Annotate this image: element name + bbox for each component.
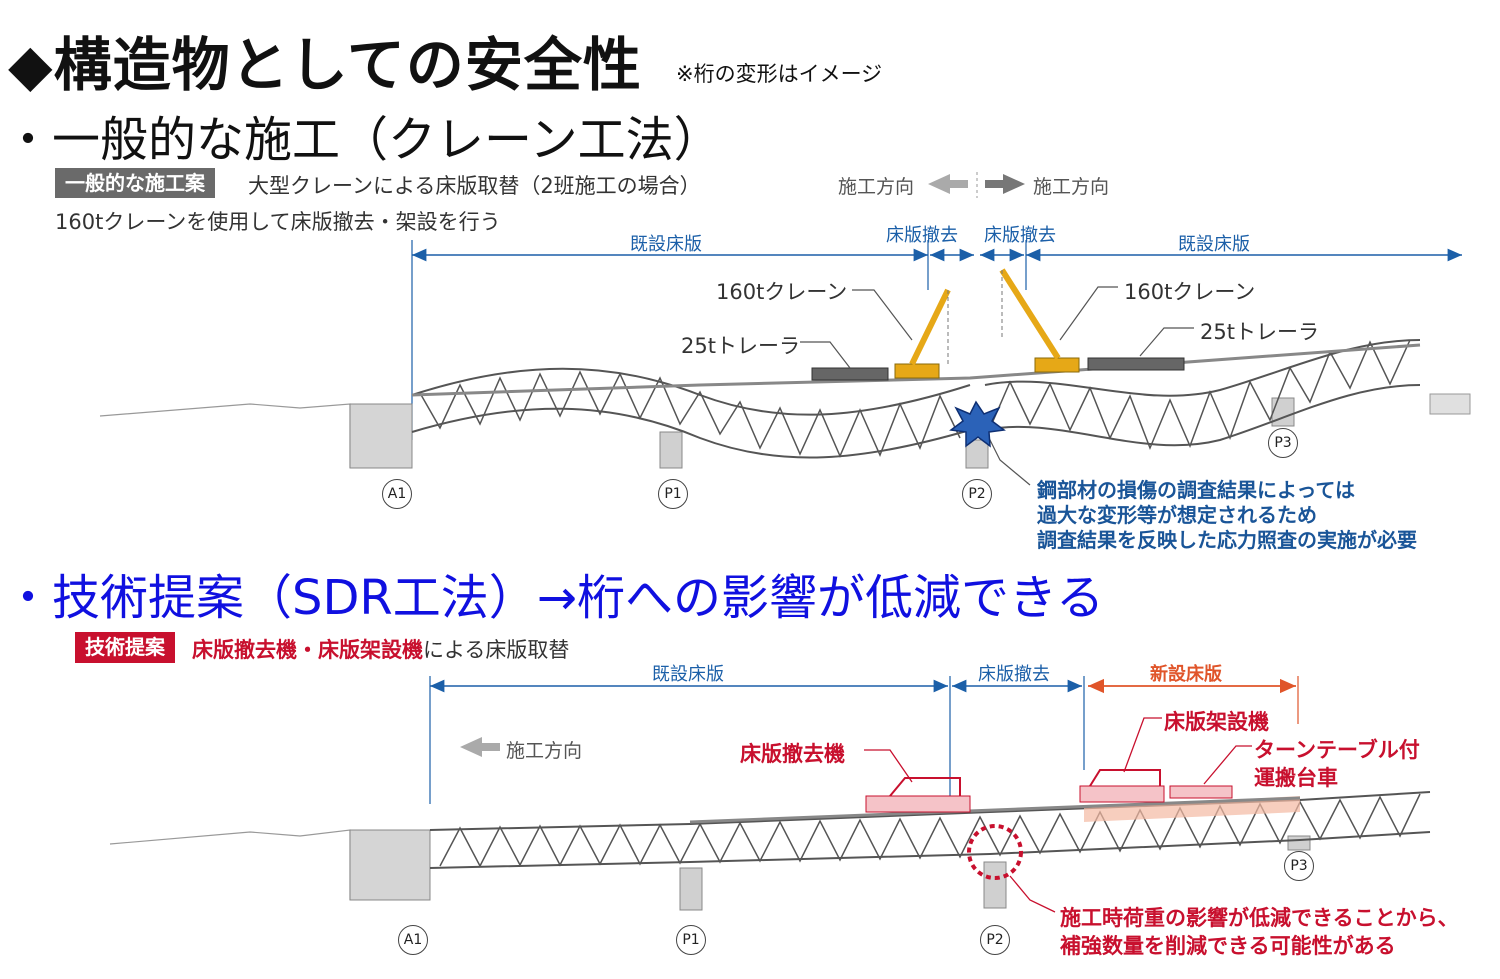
s1-pier-p1-column — [659, 431, 683, 469]
s1-trailer-left — [811, 367, 889, 381]
s2-pier-p3: P3 — [1284, 851, 1314, 881]
page-title: ◆構造物としての安全性 — [8, 31, 642, 99]
leader-p2-callout — [1009, 875, 1056, 913]
damage-star-icon — [949, 400, 1006, 448]
remover-body — [865, 795, 971, 813]
leader-damage — [984, 429, 1031, 486]
s2-pier-p2: P2 — [980, 925, 1010, 955]
crane-left-body — [894, 363, 940, 379]
s1-trailer-right — [1087, 357, 1185, 371]
trailer-right-label: 25tトレーラ — [1200, 320, 1319, 344]
leader-crane-left — [852, 289, 913, 341]
s2-remover-machine — [865, 777, 971, 813]
remover-label: 床版撤去機 — [740, 742, 845, 766]
section2-subtitle-rest: による床版取替 — [423, 638, 570, 662]
s1-pier-p1: P1 — [658, 479, 688, 509]
installer-body — [1079, 785, 1165, 803]
s1-dimension-lines — [411, 240, 1462, 440]
s2-pier-p3-column — [1287, 835, 1311, 851]
s2-leader-lines — [864, 717, 1252, 913]
s1-crane-right — [999, 268, 1080, 373]
s2-pier-p1: P1 — [676, 925, 706, 955]
s1-crane-left — [894, 288, 951, 379]
s2-abutment-a1 — [349, 829, 431, 901]
turntable-label-1: ターンテーブル付 — [1254, 738, 1420, 762]
s1-span-removal-left: 床版撤去 — [886, 225, 958, 246]
s1-abutment-a1 — [349, 403, 413, 469]
s1-truss-right — [984, 339, 1421, 451]
conventional-plan-badge: 一般的な施工案 — [55, 168, 215, 198]
s1-callout-line3: 調査結果を反映した応力照査の実施が必要 — [1037, 528, 1417, 552]
s2-direction-label: 施工方向 — [506, 740, 583, 762]
leader-remover — [864, 749, 913, 783]
s1-callout-line2: 過大な変形等が想定されるため — [1037, 503, 1317, 527]
direction-left-label: 施工方向 — [838, 176, 915, 198]
s2-deck — [689, 796, 1301, 824]
section2-heading: ・技術提案（SDR工法）→桁への影響が低減できる — [4, 570, 1105, 626]
leader-trailer-left — [800, 341, 851, 369]
section1-subtitle: 大型クレーンによる床版取替（2班施工の場合） — [248, 174, 701, 198]
crane-right-boom — [999, 268, 1061, 360]
installer-frame — [1089, 769, 1161, 787]
remover-frame — [889, 777, 961, 797]
crane-right-body — [1034, 357, 1080, 373]
leader-turntable — [1203, 745, 1252, 785]
section1-heading: ・一般的な施工（クレーン工法） — [4, 112, 722, 168]
s1-ground-line — [99, 403, 351, 468]
s1-direction-arrows — [928, 172, 1025, 198]
s2-installer-machine — [1079, 769, 1233, 803]
crane-right-label: 160tクレーン — [1124, 280, 1256, 304]
s2-direction-arrow-icon — [460, 737, 500, 757]
crane-left-boom — [909, 288, 951, 366]
s2-dimension-lines — [429, 676, 1085, 804]
section2-subtitle: 床版撤去機・床版架設機による床版取替 — [192, 634, 569, 664]
deformation-note: ※桁の変形はイメージ — [676, 62, 883, 86]
s2-callout-line1: 施工時荷重の影響が低減できることから、 — [1060, 906, 1459, 930]
s1-pier-p2: P2 — [962, 479, 992, 509]
s1-span-removal-right: 床版撤去 — [984, 225, 1056, 246]
s1-pier-a1: A1 — [382, 479, 412, 509]
leader-installer — [1123, 717, 1162, 773]
section2-subtitle-machines: 床版撤去機・床版架設機 — [192, 638, 423, 662]
direction-right-arrow-icon — [985, 174, 1025, 194]
s1-abutment-end — [1429, 393, 1471, 415]
s2-pier-p2-column — [983, 861, 1007, 909]
s2-ground-line — [109, 829, 351, 900]
installer-label: 床版架設機 — [1164, 710, 1269, 734]
s1-leader-lines — [800, 286, 1194, 486]
tech-proposal-badge: 技術提案 — [75, 632, 175, 663]
s2-pier-p1-column — [679, 867, 703, 911]
s1-pier-p3-column — [1271, 397, 1295, 427]
leader-crane-right — [1059, 286, 1118, 341]
s1-pier-p2-column — [965, 439, 989, 469]
s2-pier-a1: A1 — [398, 925, 428, 955]
s1-pier-p3: P3 — [1268, 428, 1298, 458]
turntable-carrier — [1169, 785, 1233, 799]
direction-left-arrow-icon — [928, 174, 968, 194]
s2-dimension-new — [1088, 676, 1299, 724]
turntable-label-2: 運搬台車 — [1254, 766, 1338, 790]
s1-callout-line1: 鋼部材の損傷の調査結果によっては — [1037, 478, 1355, 502]
s1-truss-left — [411, 367, 971, 459]
crane-left-label: 160tクレーン — [716, 280, 848, 304]
s1-deck — [411, 343, 1421, 397]
trailer-left-label: 25tトレーラ — [681, 334, 800, 358]
s2-p2-highlight-circle — [967, 824, 1023, 880]
section1-description: 160tクレーンを使用して床版撤去・架設を行う — [55, 210, 501, 234]
s2-callout-line2: 補強数量を削減できる可能性がある — [1060, 934, 1396, 958]
s2-new-slab — [1084, 796, 1300, 822]
leader-trailer-right — [1139, 327, 1194, 357]
direction-right-label: 施工方向 — [1033, 176, 1110, 198]
